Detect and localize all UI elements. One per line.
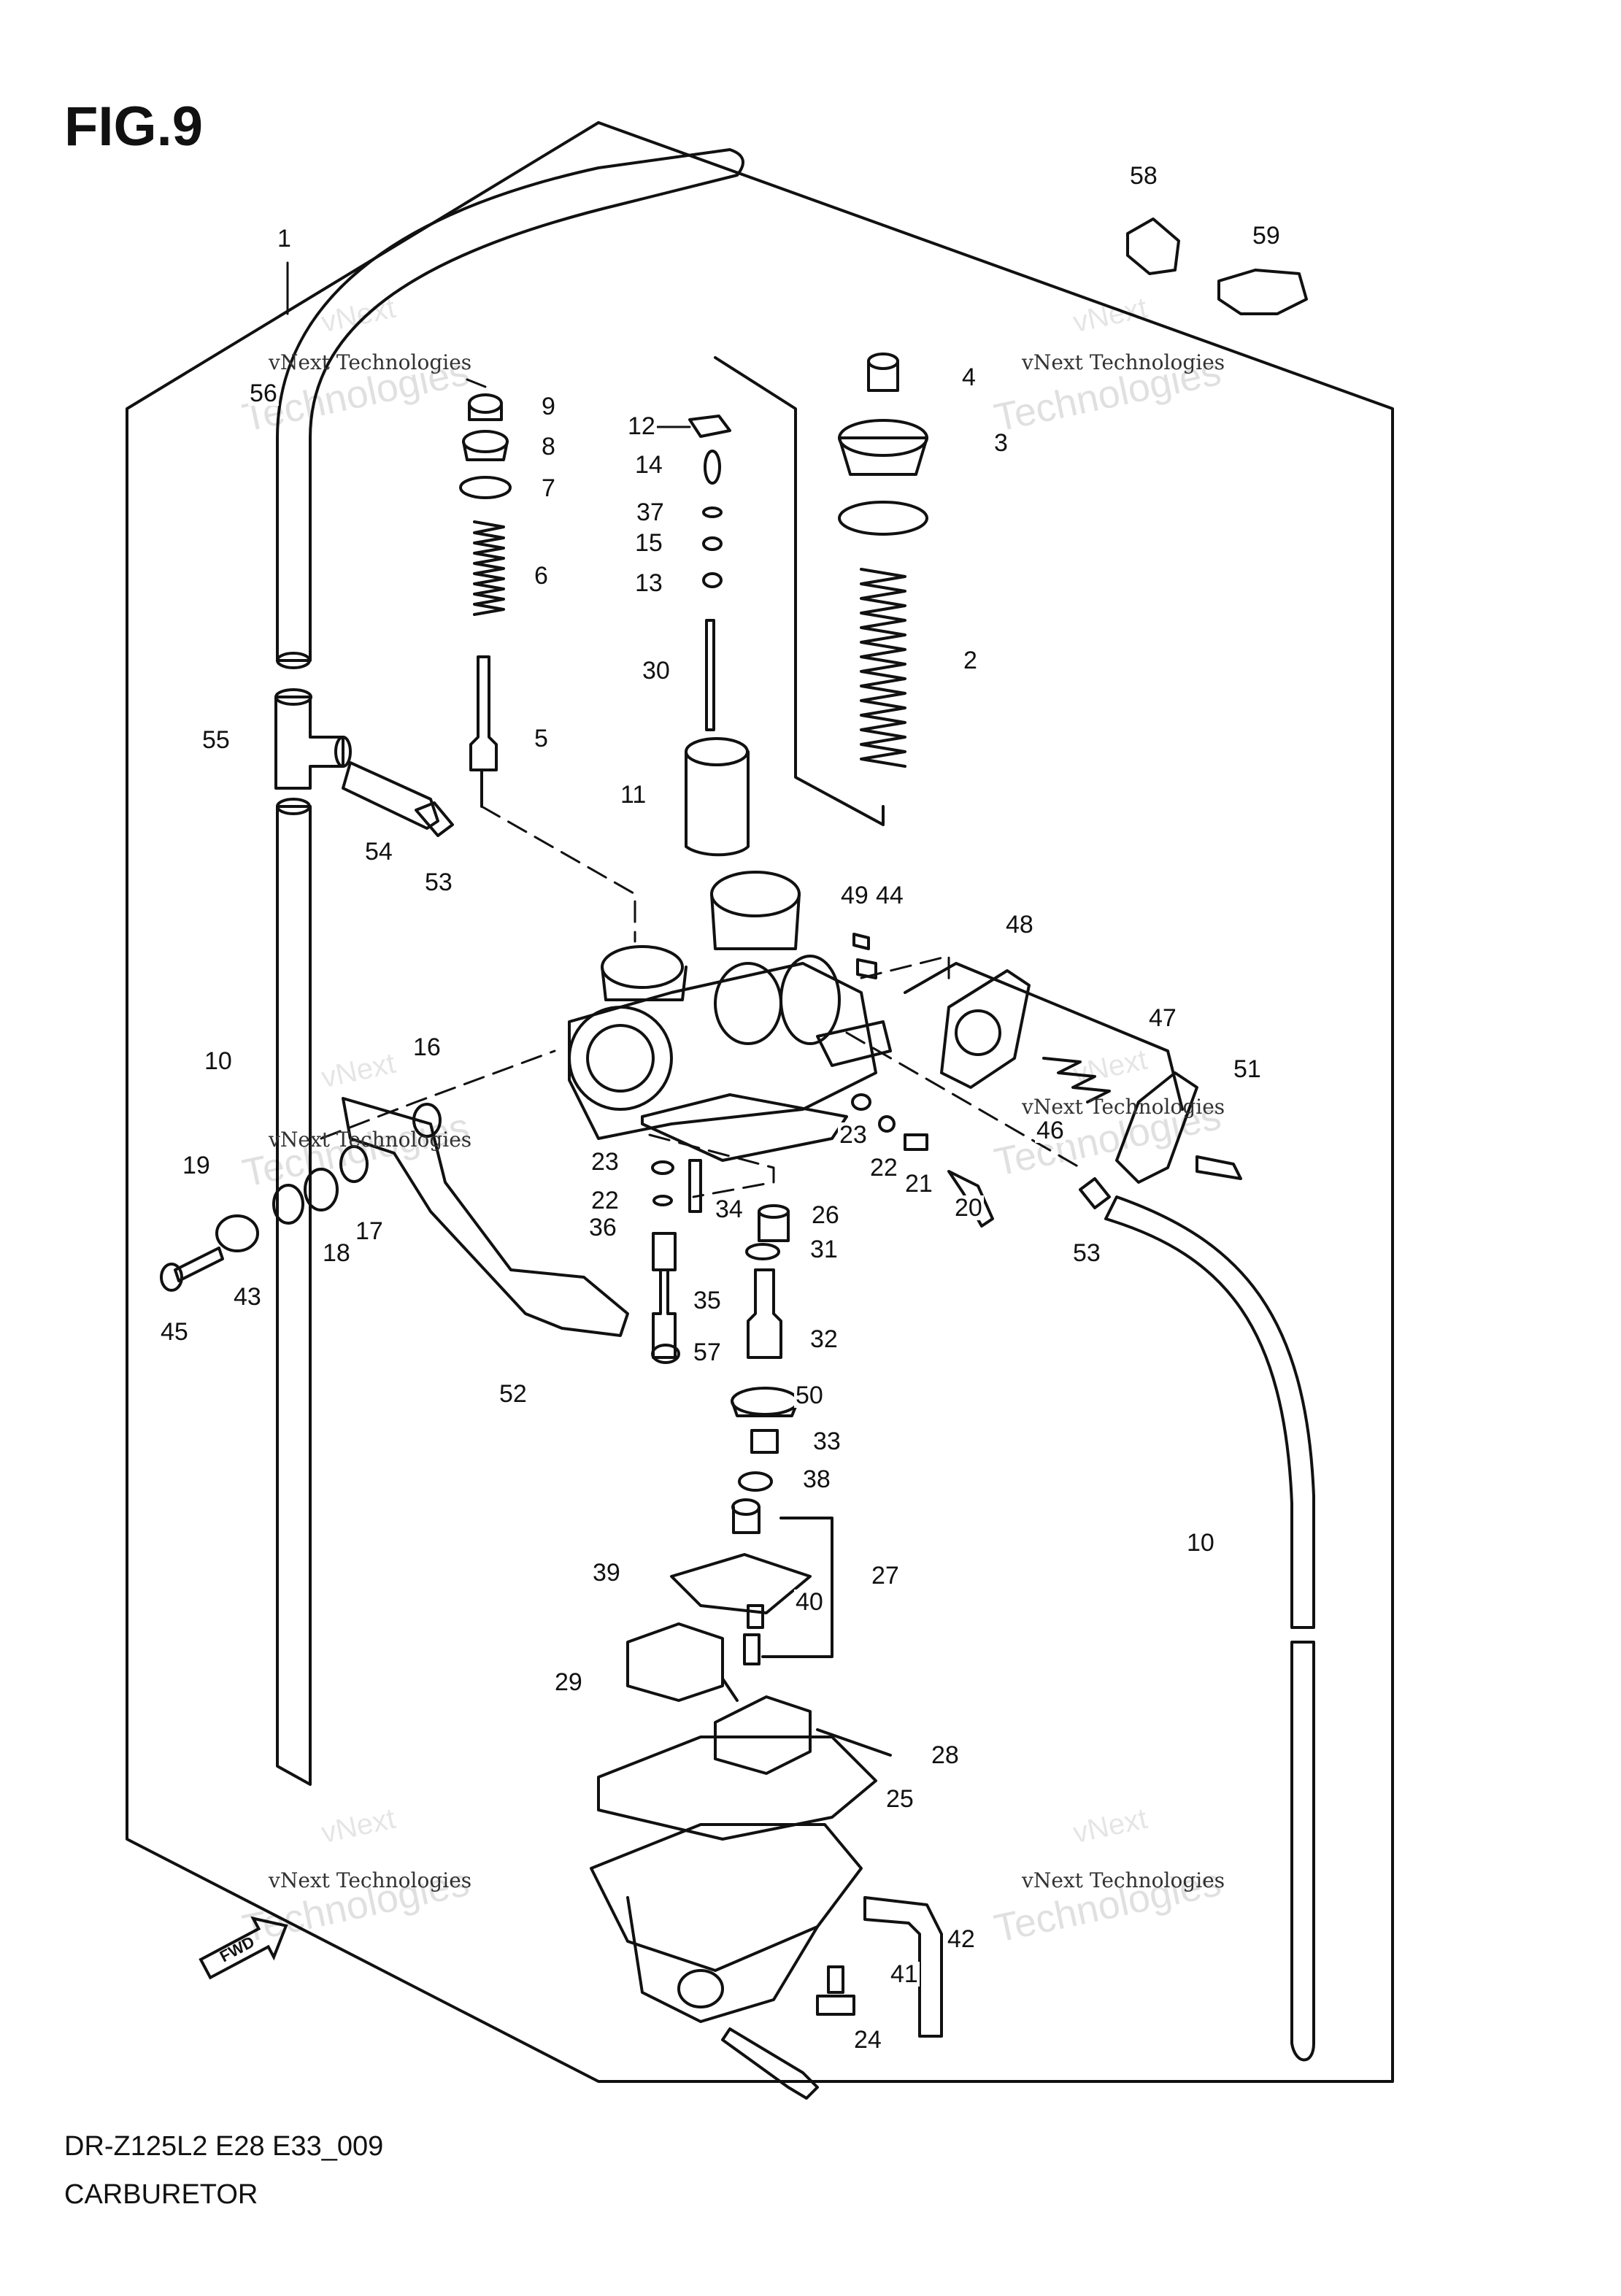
part-callout: 5 (533, 725, 550, 752)
part-callout: 3 (993, 429, 1009, 457)
watermark-text: vNext Technologies (1022, 1868, 1225, 1892)
float-left (626, 1622, 724, 1702)
part-callout: 6 (533, 562, 550, 590)
part-callout: 23 (838, 1121, 869, 1149)
throttle-slide (685, 750, 750, 857)
part-callout: 37 (635, 498, 666, 526)
watermark-text: vNext Technologies (1022, 1095, 1225, 1119)
part-callout: 17 (354, 1217, 385, 1245)
part-callout: 50 (794, 1382, 825, 1409)
part-callout: 15 (634, 529, 664, 557)
hose-top (276, 148, 744, 662)
part-callout: 58 (1128, 162, 1159, 190)
part-callout: 25 (885, 1785, 915, 1813)
float-arm (670, 1553, 812, 1614)
part-callout: 57 (692, 1338, 723, 1366)
part-callout: 11 (619, 781, 648, 809)
section-name: CARBURETOR (64, 2179, 258, 2210)
part-callout: 31 (809, 1236, 839, 1263)
float-right (714, 1695, 812, 1775)
spring-6 (473, 520, 505, 616)
part-callout: 59 (1251, 222, 1282, 250)
part-callout: 56 (248, 380, 279, 407)
clamp-59 (1217, 269, 1308, 315)
part-callout: 20 (953, 1194, 984, 1222)
float-bowl-gasket (597, 1736, 877, 1841)
vertical-hose-right (1104, 1195, 1315, 1629)
part-callout: 38 (801, 1465, 832, 1493)
part-callout: 34 (714, 1195, 744, 1223)
part-callout: 19 (181, 1152, 212, 1179)
part-callout: 14 (634, 451, 664, 479)
vertical-hose-left (276, 805, 312, 1786)
part-callout: 32 (809, 1325, 839, 1353)
part-callout: 41 (889, 1960, 920, 1988)
spring-2 (860, 568, 906, 768)
part-callout: 53 (1071, 1239, 1102, 1267)
part-callout: 36 (588, 1214, 618, 1241)
figure-title: FIG.9 (64, 96, 204, 158)
part-callout: 21 (904, 1170, 934, 1198)
part-callout: 47 (1147, 1004, 1178, 1032)
choke-lever (1115, 1071, 1198, 1184)
watermark-text: vNext Technologies (1022, 350, 1225, 374)
part-callout: 43 (232, 1283, 263, 1311)
part-callout: 2 (962, 647, 979, 674)
part-callout: 22 (590, 1187, 620, 1214)
part-callout: 55 (201, 726, 231, 754)
part-callout: 27 (870, 1562, 901, 1590)
part-callout: 52 (498, 1380, 528, 1408)
part-callout: 7 (540, 474, 557, 502)
part-callout: 9 (540, 393, 557, 420)
part-callout: 23 (590, 1148, 620, 1176)
part-callout: 10 (203, 1047, 234, 1075)
part-callout: 49 (839, 882, 870, 909)
part-callout: 24 (852, 2026, 883, 2054)
part-callout: 53 (423, 868, 454, 896)
part-callout: 28 (930, 1741, 960, 1769)
part-callout: 44 (874, 882, 905, 909)
part-callout: 22 (869, 1154, 899, 1182)
part-callout: 35 (692, 1287, 723, 1314)
part-callout: 51 (1232, 1055, 1263, 1083)
part-callout: 1 (276, 225, 293, 253)
needle-jet (747, 1268, 782, 1359)
carburetor-body (568, 871, 892, 1162)
part-callout: 46 (1035, 1117, 1066, 1144)
float-bowl (590, 1823, 863, 1972)
diaphragm-cover (940, 969, 1031, 1089)
part-callout: 54 (363, 838, 394, 866)
watermark-text: vNext Technologies (269, 1128, 472, 1152)
clamp-58 (1126, 217, 1180, 275)
part-callout: 13 (634, 569, 664, 597)
part-callout: 10 (1185, 1529, 1216, 1557)
part-callout: 18 (321, 1239, 352, 1267)
part-callout: 16 (412, 1033, 442, 1061)
part-callout: 30 (641, 657, 671, 685)
watermark-text: vNext Technologies (269, 350, 472, 374)
carb-top-cap (838, 436, 928, 476)
cable-bracket (342, 1097, 629, 1337)
part-callout: 33 (812, 1428, 842, 1455)
part-callout: 39 (591, 1559, 622, 1587)
part-callout: 4 (960, 363, 977, 391)
part-callout: 26 (810, 1201, 841, 1229)
watermark-text: vNext Technologies (269, 1868, 472, 1892)
diagram-frame (126, 121, 1394, 2083)
part-callout: 45 (159, 1318, 190, 1346)
part-callout: 48 (1004, 911, 1035, 939)
part-callout: 12 (626, 412, 657, 440)
part-callout: 8 (540, 433, 557, 461)
part-callout: 42 (946, 1925, 977, 1953)
tee-fitting (274, 696, 344, 790)
part-callout: 40 (794, 1588, 825, 1616)
part-callout: 29 (553, 1668, 584, 1696)
model-code: DR-Z125L2 E28 E33_009 (64, 2131, 384, 2162)
fwd-arrow (199, 1916, 288, 1980)
